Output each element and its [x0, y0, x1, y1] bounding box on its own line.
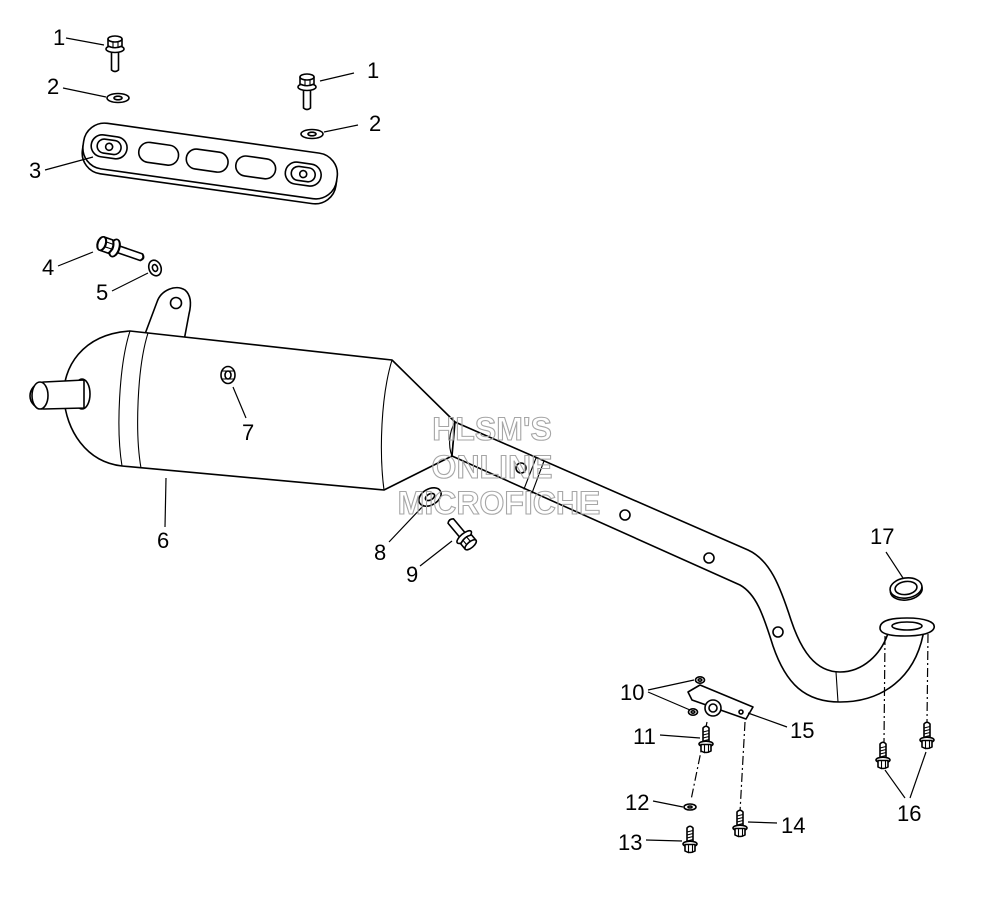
callout-16: 16 [897, 801, 921, 826]
nut-7 [220, 365, 236, 385]
callout-15: 15 [790, 718, 814, 743]
muffler-body [63, 330, 456, 491]
watermark-line-3: MICROFICHE [398, 485, 601, 521]
callout-14: 14 [781, 813, 805, 838]
nut-10-lower [687, 707, 699, 716]
callout-1-left: 1 [53, 25, 65, 50]
washer-2-right [300, 128, 324, 140]
exhaust-pipe [451, 421, 935, 703]
bolt-11 [698, 725, 714, 754]
callout-2-left: 2 [47, 74, 59, 99]
nut-10-upper [694, 675, 706, 684]
bolt-13 [682, 825, 698, 854]
bolt-4 [93, 232, 148, 268]
watermark-line-1: HLSM'S [432, 411, 552, 447]
callout-17: 17 [870, 524, 894, 549]
callout-2-right: 2 [369, 111, 381, 136]
watermark-line-2: ONLINE [432, 449, 553, 485]
assembly-line [883, 635, 886, 743]
washer-8 [418, 487, 442, 507]
bolt-16-right [919, 721, 935, 750]
flange-bolt-1-left [105, 35, 125, 73]
washer-2-left [106, 92, 130, 104]
pipe-hole [772, 626, 784, 638]
callouts: 1 2 3 1 2 4 5 6 7 8 9 10 11 12 13 14 15 … [29, 25, 921, 855]
callout-9: 9 [406, 562, 418, 587]
callout-7: 7 [242, 420, 254, 445]
callout-8: 8 [374, 540, 386, 565]
callout-5: 5 [96, 280, 108, 305]
callout-4: 4 [42, 255, 54, 280]
pipe-hole [515, 462, 527, 474]
bracket-15 [687, 684, 754, 720]
callout-1-right: 1 [367, 58, 379, 83]
flange-bolt-1-right [297, 73, 317, 111]
callout-11: 11 [633, 724, 656, 749]
callout-6: 6 [157, 528, 169, 553]
washer-5 [147, 259, 163, 277]
callout-12: 12 [625, 790, 649, 815]
bolt-14 [732, 809, 748, 838]
gasket-17 [889, 577, 923, 601]
callout-10: 10 [620, 680, 644, 705]
leader-lines [44, 37, 927, 842]
pipe-hole [619, 509, 631, 521]
washer-12 [683, 803, 697, 811]
bolt-16-left [875, 741, 891, 770]
pipe-hole [703, 552, 715, 564]
assembly-line [739, 721, 746, 813]
heat-shield [81, 122, 339, 205]
muffler [29, 286, 456, 491]
watermark: HLSM'S ONLINE MICROFICHE [397, 410, 601, 521]
assembly-line [926, 633, 929, 723]
callout-3: 3 [29, 158, 41, 183]
callout-13: 13 [618, 830, 642, 855]
